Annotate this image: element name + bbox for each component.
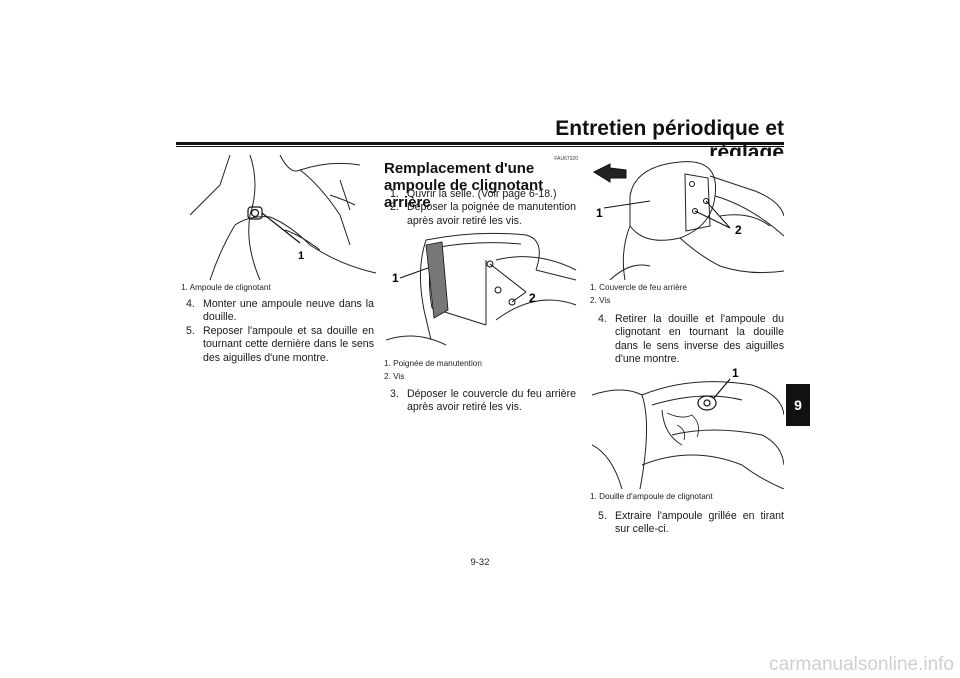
page-number: 9-32 — [470, 557, 490, 568]
col2-steps-a: 1. Ouvrir la selle. (Voir page 6-18.) 2. D… — [390, 188, 576, 228]
step-number: 4. — [186, 298, 195, 310]
figure-caption: 1. Ampoule de clignotant — [181, 283, 271, 292]
step-text: Reposer l'ampoule et sa douille en tourn… — [203, 324, 374, 364]
step-text: Déposer la poignée de manutention après … — [407, 201, 576, 227]
step-text: Extraire l'ampoule grillée en tirant sur… — [615, 510, 784, 536]
step-number: 5. — [598, 510, 607, 522]
col3-steps-a: 4. Retirer la douille et l'ampoule du cli… — [598, 313, 784, 367]
chapter-tab[interactable]: 9 — [786, 384, 810, 426]
header-rule — [176, 142, 784, 145]
figure-taillight-cover: 1 2 — [590, 156, 784, 280]
step-text: Retirer la douille et l'ampoule du clign… — [615, 313, 784, 366]
caption-item: 2. Vis — [384, 372, 405, 381]
figure-callout: 1 — [298, 250, 304, 262]
step-item: 2. Déposer la poignée de manutention aprè… — [390, 201, 576, 228]
step-number: 5. — [186, 324, 195, 337]
caption-item: 2. Vis — [590, 296, 611, 305]
step-text: Ouvrir la selle. (Voir page 6-18.) — [407, 188, 557, 200]
step-item: 5. Extraire l'ampoule grillée en tirant s… — [598, 510, 784, 537]
figure-turn-signal-bulb: 1 — [190, 155, 376, 280]
step-item: 4. Retirer la douille et l'ampoule du cli… — [598, 313, 784, 367]
caption-item: 1. Couvercle de feu arrière — [590, 283, 687, 292]
step-item: 4. Monter une ampoule neuve dans la douil… — [186, 298, 374, 325]
step-number: 3. — [390, 388, 399, 400]
step-item: 5. Reposer l'ampoule et sa douille en tou… — [186, 325, 374, 365]
step-text: Monter une ampoule neuve dans la douille… — [203, 298, 374, 324]
col1-steps: 4. Monter une ampoule neuve dans la douil… — [186, 298, 374, 365]
step-item: 3. Déposer le couvercle du feu arrière ap… — [390, 388, 576, 415]
figure-bulb-socket: 1 — [592, 365, 784, 489]
col2-steps-b: 3. Déposer le couvercle du feu arrière ap… — [390, 388, 576, 415]
step-number: 1. — [390, 188, 399, 200]
figure-callout: 2 — [529, 291, 536, 305]
step-number: 2. — [390, 201, 399, 214]
watermark[interactable]: carmanualsonline.info — [769, 654, 954, 675]
figure-callout: 1 — [392, 271, 399, 285]
step-number: 4. — [598, 313, 607, 325]
header-rule-thin — [176, 146, 784, 147]
figure-handle-removal: 1 2 — [386, 230, 578, 356]
figure-callout: 1 — [732, 366, 739, 380]
caption-item: 1. Poignée de manutention — [384, 359, 482, 368]
bulb-socket-illustration: 1 — [592, 366, 784, 489]
figure-callout: 1 — [596, 206, 603, 220]
section-title: Remplacement d'une ampoule de clignotant… — [384, 160, 544, 211]
step-item: 1. Ouvrir la selle. (Voir page 6-18.) — [390, 188, 576, 201]
reference-code: FAU67320 — [554, 156, 578, 162]
taillight-cover-illustration: 1 2 — [592, 161, 784, 280]
col3-steps-b: 5. Extraire l'ampoule grillée en tirant s… — [598, 510, 784, 537]
figure-caption: 1. Douille d'ampoule de clignotant — [590, 492, 713, 501]
step-text: Déposer le couvercle du feu arrière aprè… — [407, 388, 576, 414]
scooter-front-illustration: 1 — [190, 155, 376, 280]
rear-handle-illustration: 1 2 — [386, 232, 577, 346]
figure-caption: 1. Couvercle de feu arrière 2. Vis — [590, 281, 687, 307]
figure-callout: 2 — [735, 223, 742, 237]
figure-caption: 1. Poignée de manutention 2. Vis — [384, 357, 482, 383]
